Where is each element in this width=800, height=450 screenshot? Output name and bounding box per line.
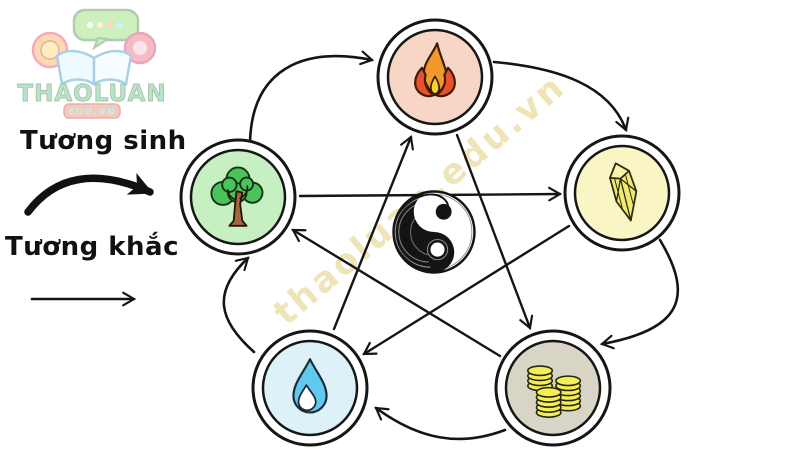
logo-speech-bubble-icon <box>72 8 140 51</box>
water-drop-icon <box>274 350 346 426</box>
arrow-earth-to-wood <box>291 228 502 358</box>
generating-cycle-arrows <box>222 50 680 441</box>
logo-badge: EDU.VN <box>68 108 116 118</box>
tree-icon <box>202 159 274 235</box>
logo-book-icon <box>55 49 133 87</box>
crystal-icon <box>586 157 658 229</box>
tuong-khac-label: Tương khắc <box>4 232 180 262</box>
arrow-fire-to-metal <box>492 60 630 133</box>
logo-left-badge-icon <box>31 31 69 69</box>
site-logo: THAOLUAN EDU.VN <box>12 4 172 122</box>
logo-title: THAOLUAN <box>17 81 166 107</box>
tuong-sinh-label: Tương sinh <box>20 126 187 156</box>
coins-icon <box>517 352 589 424</box>
arrow-fire-to-earth <box>455 133 534 331</box>
arrow-metal-to-earth <box>599 238 680 350</box>
arrow-wood-to-fire <box>248 50 375 144</box>
arrow-earth-to-water <box>374 406 507 441</box>
logo-right-badge-icon <box>123 31 157 65</box>
arrow-water-to-fire <box>332 135 414 331</box>
arrow-water-to-wood <box>222 256 256 354</box>
flame-icon <box>399 37 471 113</box>
arrow-metal-to-water <box>362 224 571 356</box>
yin-yang-icon <box>390 188 478 276</box>
sinh-arrow <box>24 172 154 216</box>
